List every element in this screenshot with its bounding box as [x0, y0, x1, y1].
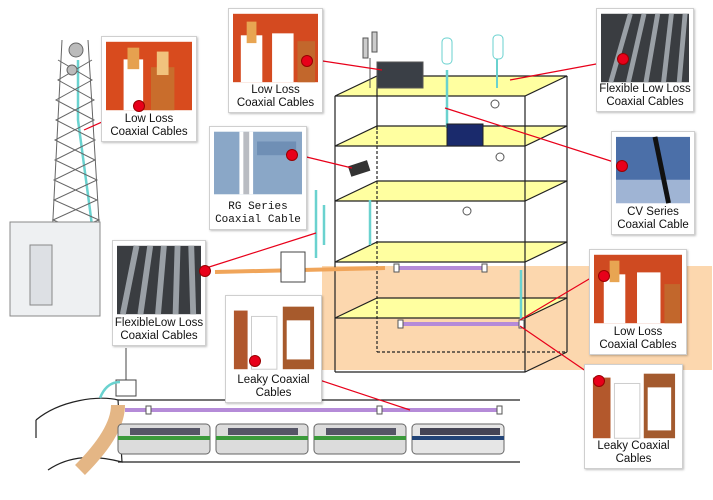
equipment-shelter: [9, 221, 101, 317]
leaky-cable-photo: [589, 369, 678, 439]
leaky-cable-joints: [145, 263, 525, 415]
callout-marker: [593, 375, 605, 387]
coaxial-cable-photo: [233, 13, 318, 83]
tv-screen: [446, 123, 484, 147]
callout-label: Low Loss Coaxial Cables: [110, 113, 188, 138]
coaxial-cable-photo: [106, 41, 192, 111]
callout-tunnel-leaky: Leaky Coaxial Cables: [225, 295, 322, 403]
flexible-cable-photo: [601, 13, 689, 83]
callout-rooftop-flexible: Flexible Low Loss Coaxial Cables: [596, 8, 694, 112]
train: [117, 423, 505, 455]
splitter-box: [280, 251, 306, 283]
floor-4: [334, 180, 568, 202]
callout-basement-low-loss: Low Loss Coaxial Cables: [589, 249, 687, 355]
building-edges: [334, 76, 568, 373]
leaky-cable-runs: [125, 266, 522, 412]
telecom-tower: [51, 39, 101, 239]
callout-rg-series: RG Series Coaxial Cable: [209, 126, 307, 230]
coaxial-cable-photo: [594, 254, 682, 324]
roof-cabinet: [376, 61, 424, 89]
leaky-cable-photo: [230, 300, 317, 370]
callout-label: Leaky Coaxial Cables: [237, 374, 310, 399]
callout-marker: [616, 160, 628, 172]
rg-cable-photo: [214, 131, 302, 195]
rooftop-antennas: [362, 31, 504, 89]
callout-rooftop-low-loss: Low Loss Coaxial Cables: [228, 8, 323, 113]
dome-sensor: [490, 99, 500, 109]
callout-marker: [249, 355, 261, 367]
dome-sensor: [495, 152, 505, 162]
callout-marker: [133, 100, 145, 112]
flexible-cable-photo: [117, 245, 201, 315]
callout-basement-leaky: Leaky Coaxial Cables: [584, 364, 683, 469]
callout-marker: [199, 265, 211, 277]
callout-label: Leaky Coaxial Cables: [597, 440, 670, 465]
tunnel-ramp: [75, 404, 125, 475]
callout-marker: [598, 270, 610, 282]
callout-label: RG Series Coaxial Cable: [215, 201, 301, 226]
callout-tower-low-loss: Low Loss Coaxial Cables: [101, 36, 197, 142]
cv-cable-photo: [616, 136, 690, 204]
callout-ground-flexible: FlexibleLow Loss Coaxial Cables: [112, 240, 211, 346]
callout-label: Flexible Low Loss Coaxial Cables: [599, 83, 691, 108]
callout-label: Low Loss Coaxial Cables: [599, 326, 677, 351]
shelter-door: [29, 244, 53, 306]
callout-marker: [617, 53, 629, 65]
callout-label: FlexibleLow Loss Coaxial Cables: [114, 317, 204, 342]
callout-marker: [301, 55, 313, 67]
callout-cv-series: CV Series Coaxial Cable: [611, 131, 695, 235]
security-camera: [347, 160, 371, 177]
floor-2: [334, 297, 568, 319]
callout-label: CV Series Coaxial Cable: [617, 206, 689, 231]
callout-marker: [286, 149, 298, 161]
dome-sensor: [462, 206, 472, 216]
callout-label: Low Loss Coaxial Cables: [236, 84, 315, 109]
